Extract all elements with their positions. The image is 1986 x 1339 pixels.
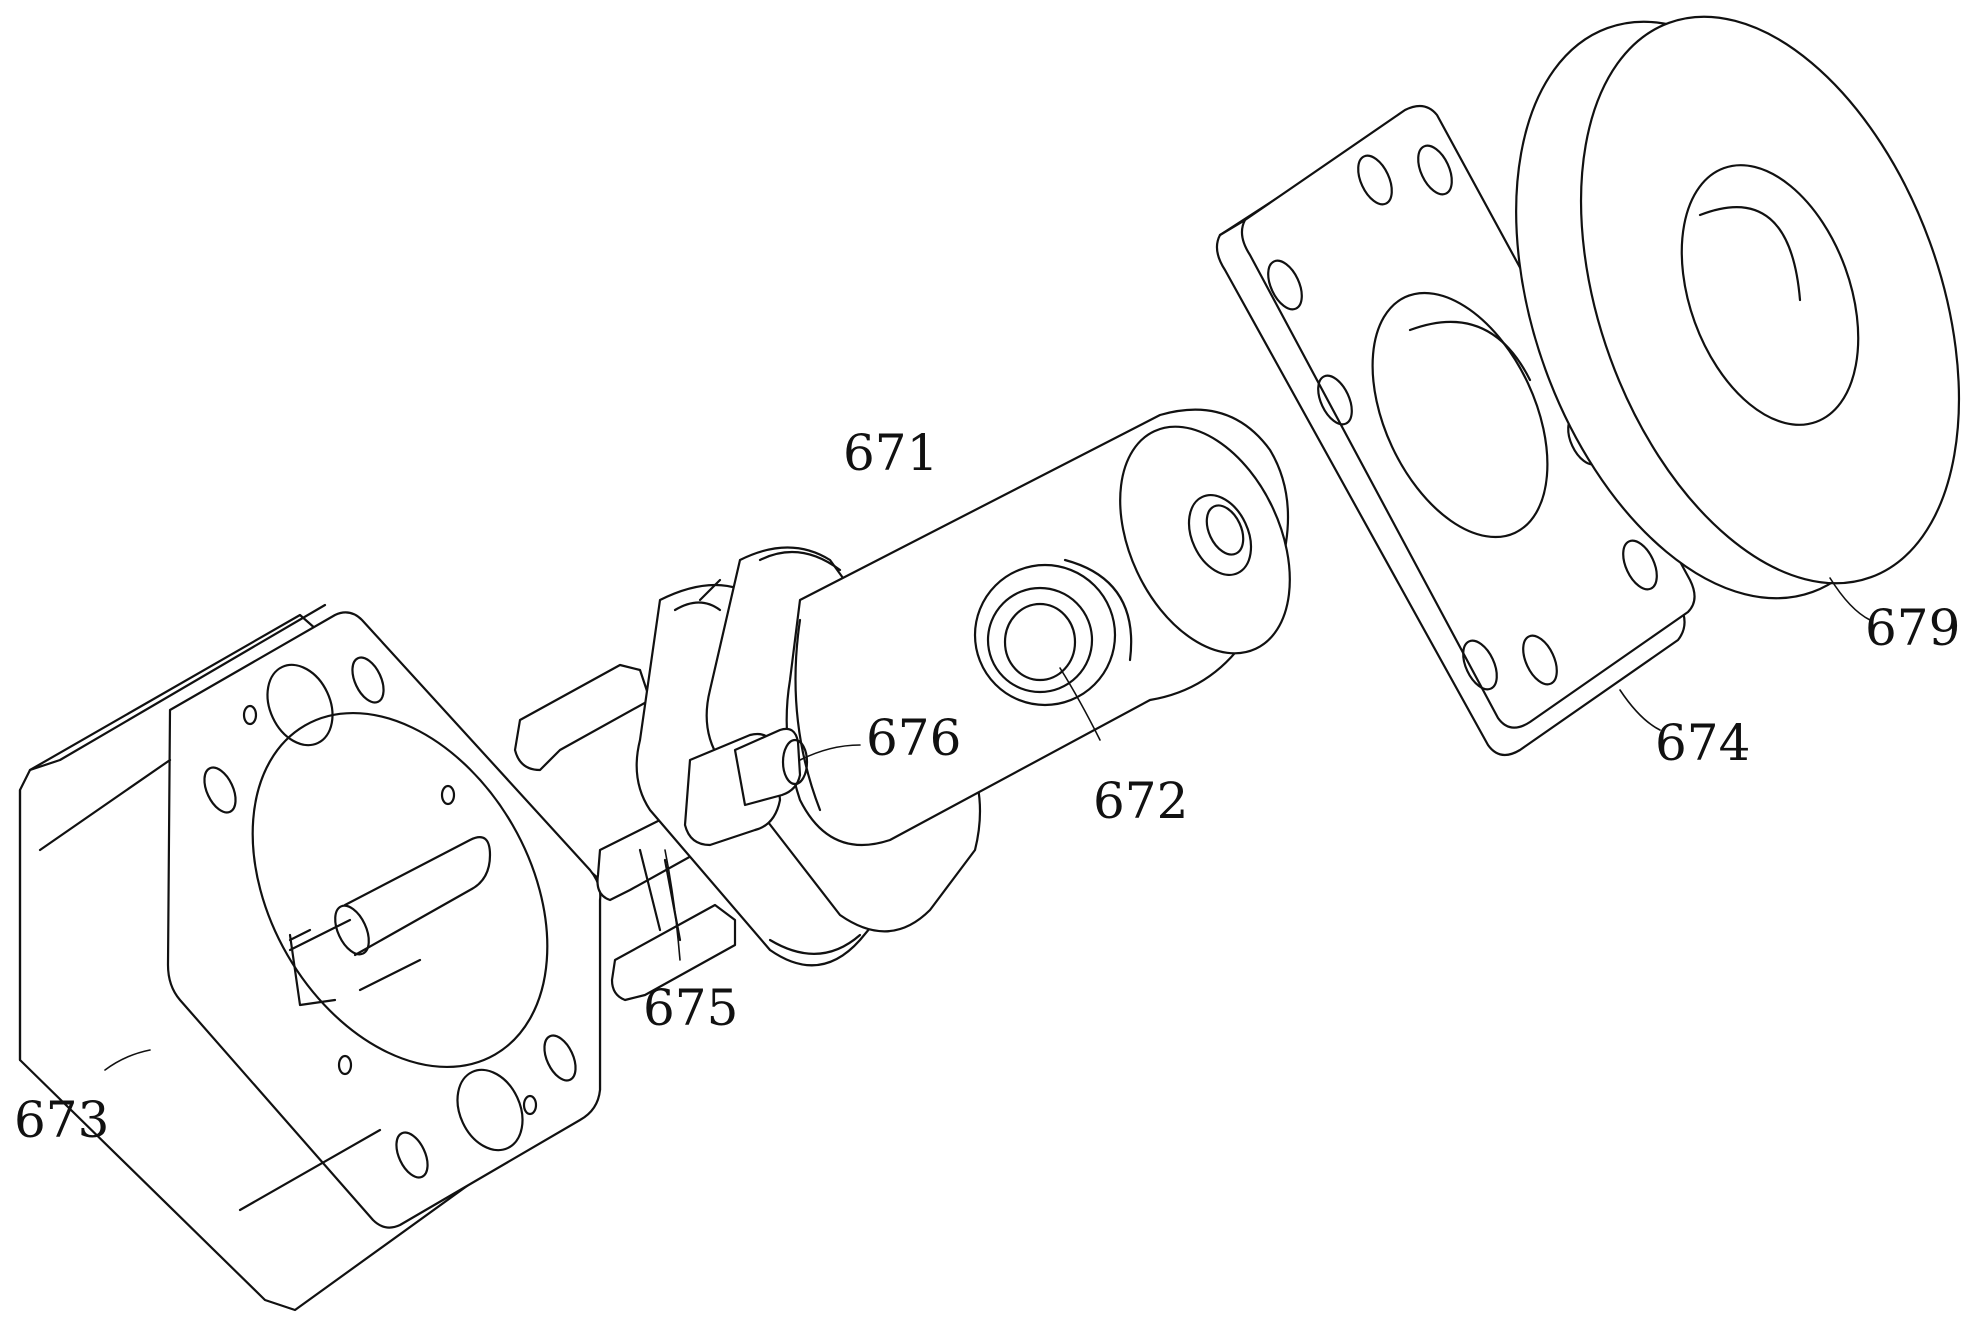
- label-673: 673: [14, 1091, 109, 1149]
- part-673-housing: [18, 603, 602, 1312]
- leader-676: [799, 744, 861, 761]
- leader-673: [104, 1049, 151, 1071]
- part-671-body: [785, 408, 1291, 847]
- label-679: 679: [1865, 599, 1960, 657]
- part-676-pin: [683, 727, 861, 847]
- leader-674: [1619, 689, 1661, 731]
- leader-675: [664, 849, 681, 961]
- leader-679: [1829, 577, 1871, 621]
- label-675: 675: [643, 979, 738, 1037]
- label-671: 671: [843, 424, 938, 482]
- label-676: 676: [866, 709, 961, 767]
- part-679-washer: [1515, 15, 1961, 621]
- label-672: 672: [1093, 772, 1188, 830]
- label-674: 674: [1655, 714, 1750, 772]
- leader-672: [1059, 667, 1101, 741]
- part-674-plate: [1215, 104, 1696, 757]
